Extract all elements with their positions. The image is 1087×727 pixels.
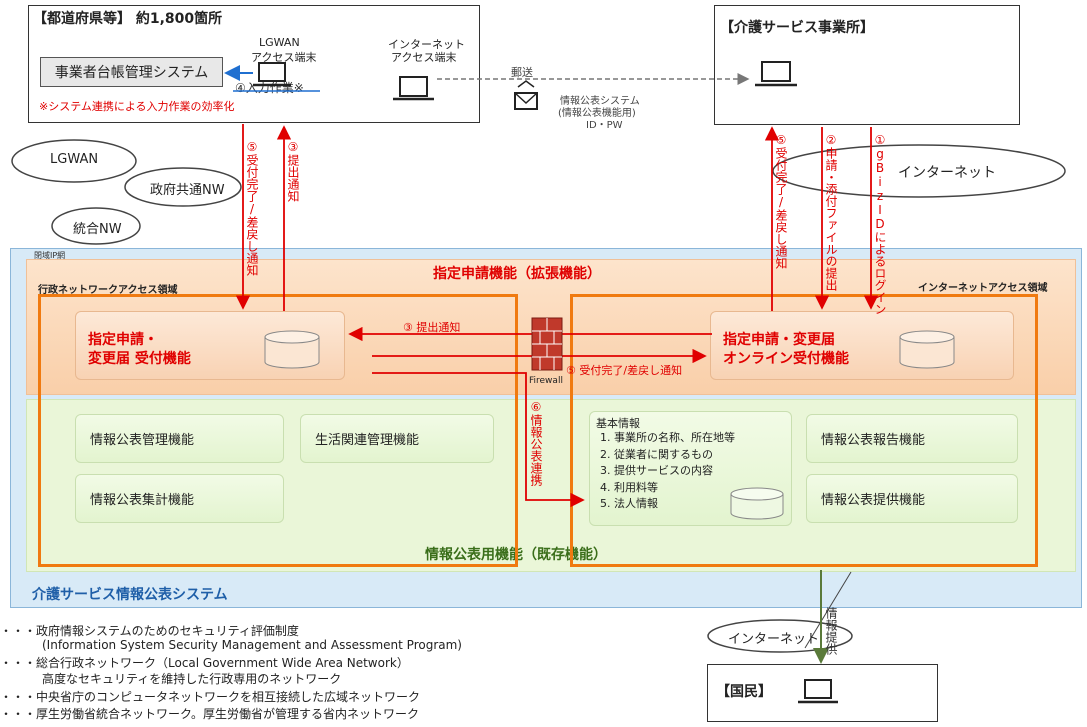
registry-system-label: 事業者台帳管理システム — [54, 65, 209, 81]
basic-info-item: 1. 事業所の名称、所在地等 — [600, 431, 735, 444]
legend-line-2: (Information System Security Management … — [42, 638, 462, 652]
info-agg-label: 情報公表集計機能 — [90, 493, 195, 508]
lgwan-terminal-label-2: アクセス端末 — [251, 51, 317, 64]
mid-6-arrow — [372, 372, 585, 508]
lgwan-laptop-icon — [253, 62, 291, 87]
care-to-internet-line — [804, 571, 852, 649]
left-receive-line1: 指定申請・ — [88, 332, 158, 348]
right-receive-panel — [710, 311, 1014, 380]
closed-net-label: 閉域IP網 — [34, 251, 66, 260]
internet-terminal-label-2: アクセス端末 — [391, 51, 457, 64]
public-title: 【国民】 — [716, 684, 772, 700]
basic-info-database-icon — [730, 487, 784, 520]
internet-area-frame — [570, 294, 1038, 567]
prefecture-title: 【都道府県等】 約1,800箇所 — [33, 11, 223, 27]
legend-line-5: ・・・中央省庁のコンピュータネットワークを相互接続した広域ネットワーク — [0, 690, 421, 704]
system-name: 介護サービス情報公表システム — [32, 587, 228, 603]
care-office-laptop-icon — [755, 61, 797, 87]
right-database-icon — [899, 330, 955, 369]
left-receive-line2: 変更届 受付機能 — [88, 351, 191, 367]
basic-info-item: 5. 法人情報 — [600, 497, 658, 510]
registry-system-box: 事業者台帳管理システム — [40, 57, 223, 87]
left-3-label: ③提出通知 — [286, 140, 300, 202]
public-laptop-icon — [798, 679, 838, 704]
admin-area-label: 行政ネットワークアクセス領域 — [38, 285, 178, 296]
internet-bottom-cloud — [707, 619, 853, 653]
internet-laptop-icon — [393, 76, 434, 101]
mail-caption-1: 情報公表システム — [560, 96, 640, 107]
info-mgmt-function: 情報公表管理機能 — [75, 414, 284, 463]
admin-area-frame — [38, 294, 518, 567]
basic-info-item: 3. 提供サービスの内容 — [600, 464, 713, 477]
basic-info-list: 1. 事業所の名称、所在地等 2. 従業者に関するもの 3. 提供サービスの内容… — [600, 430, 735, 513]
right-2-label: ②申請・添付ファイルの提出 — [824, 133, 838, 291]
mid-3-label: ③ 提出通知 — [403, 321, 461, 334]
firewall-icon — [531, 317, 563, 371]
envelope-icon — [514, 80, 538, 110]
gov-nw-cloud — [124, 167, 242, 207]
gov-nw-cloud-label: 政府共通NW — [150, 183, 225, 198]
internet-top-cloud-label: インターネット — [898, 162, 996, 182]
public-info-label: 情報提供 — [824, 607, 838, 655]
info-report-function: 情報公表報告機能 — [806, 414, 1018, 463]
lgwan-terminal-label-1: LGWAN — [259, 36, 300, 49]
left-5-label: ⑤受付完了/差戻し通知 — [245, 140, 259, 276]
life-mgmt-label: 生活関連管理機能 — [315, 433, 420, 448]
info-provide-label: 情報公表提供機能 — [821, 493, 926, 508]
legend-line-6: ・・・厚生労働省統合ネットワーク。厚生労働省が管理する省内ネットワーク — [0, 707, 420, 721]
mid-5-label: ⑤ 受付完了/差戻し通知 — [566, 364, 683, 377]
right-receive-line2: オンライン受付機能 — [723, 351, 849, 367]
basic-info-title: 基本情報 — [596, 417, 640, 430]
mail-label: 郵送 — [511, 66, 533, 79]
lgwan-cloud-label: LGWAN — [50, 152, 99, 167]
right-5-label: ⑤受付完了/差戻し通知 — [774, 133, 788, 269]
right-1-label: ①gBizIDによるログイン — [873, 133, 887, 315]
mail-caption-3: ID・PW — [586, 120, 623, 131]
info-provide-function: 情報公表提供機能 — [806, 474, 1018, 523]
care-office-title: 【介護サービス事業所】 — [720, 20, 874, 36]
left-database-icon — [264, 330, 320, 369]
info-report-label: 情報公表報告機能 — [821, 433, 926, 448]
internet-area-label: インターネットアクセス領域 — [918, 283, 1048, 294]
internet-terminal-label-1: インターネット — [388, 38, 465, 51]
mail-caption-2: (情報公表機能用) — [558, 108, 636, 119]
right-receive-line1: 指定申請・変更届 — [723, 332, 835, 348]
basic-info-item: 4. 利用料等 — [600, 480, 658, 494]
life-mgmt-function: 生活関連管理機能 — [300, 414, 494, 463]
mid-6-label: ⑥情報公表連携 — [529, 400, 543, 486]
basic-info-item: 2. 従業者に関するもの — [600, 447, 713, 461]
integrated-nw-cloud-label: 統合NW — [73, 222, 122, 237]
integrated-nw-cloud — [51, 207, 141, 245]
info-mgmt-label: 情報公表管理機能 — [90, 433, 195, 448]
legend-line-4: 高度なセキュリティを維持した行政専用のネットワーク — [42, 672, 342, 686]
legend: ・・・政府情報システムのためのセキュリティ評価制度 (Information S… — [0, 622, 560, 726]
extended-title: 指定申請機能（拡張機能） — [433, 266, 601, 282]
efficiency-note: ※システム連携による入力作業の効率化 — [39, 100, 235, 113]
info-agg-function: 情報公表集計機能 — [75, 474, 284, 523]
firewall-label: Firewall — [529, 376, 563, 386]
lgwan-cloud — [11, 139, 137, 183]
legend-line-1: ・・・政府情報システムのためのセキュリティ評価制度 — [0, 624, 299, 638]
legend-line-3: ・・・総合行政ネットワーク（Local Government Wide Area… — [0, 656, 409, 670]
internet-bottom-cloud-label: インターネット — [728, 632, 820, 647]
